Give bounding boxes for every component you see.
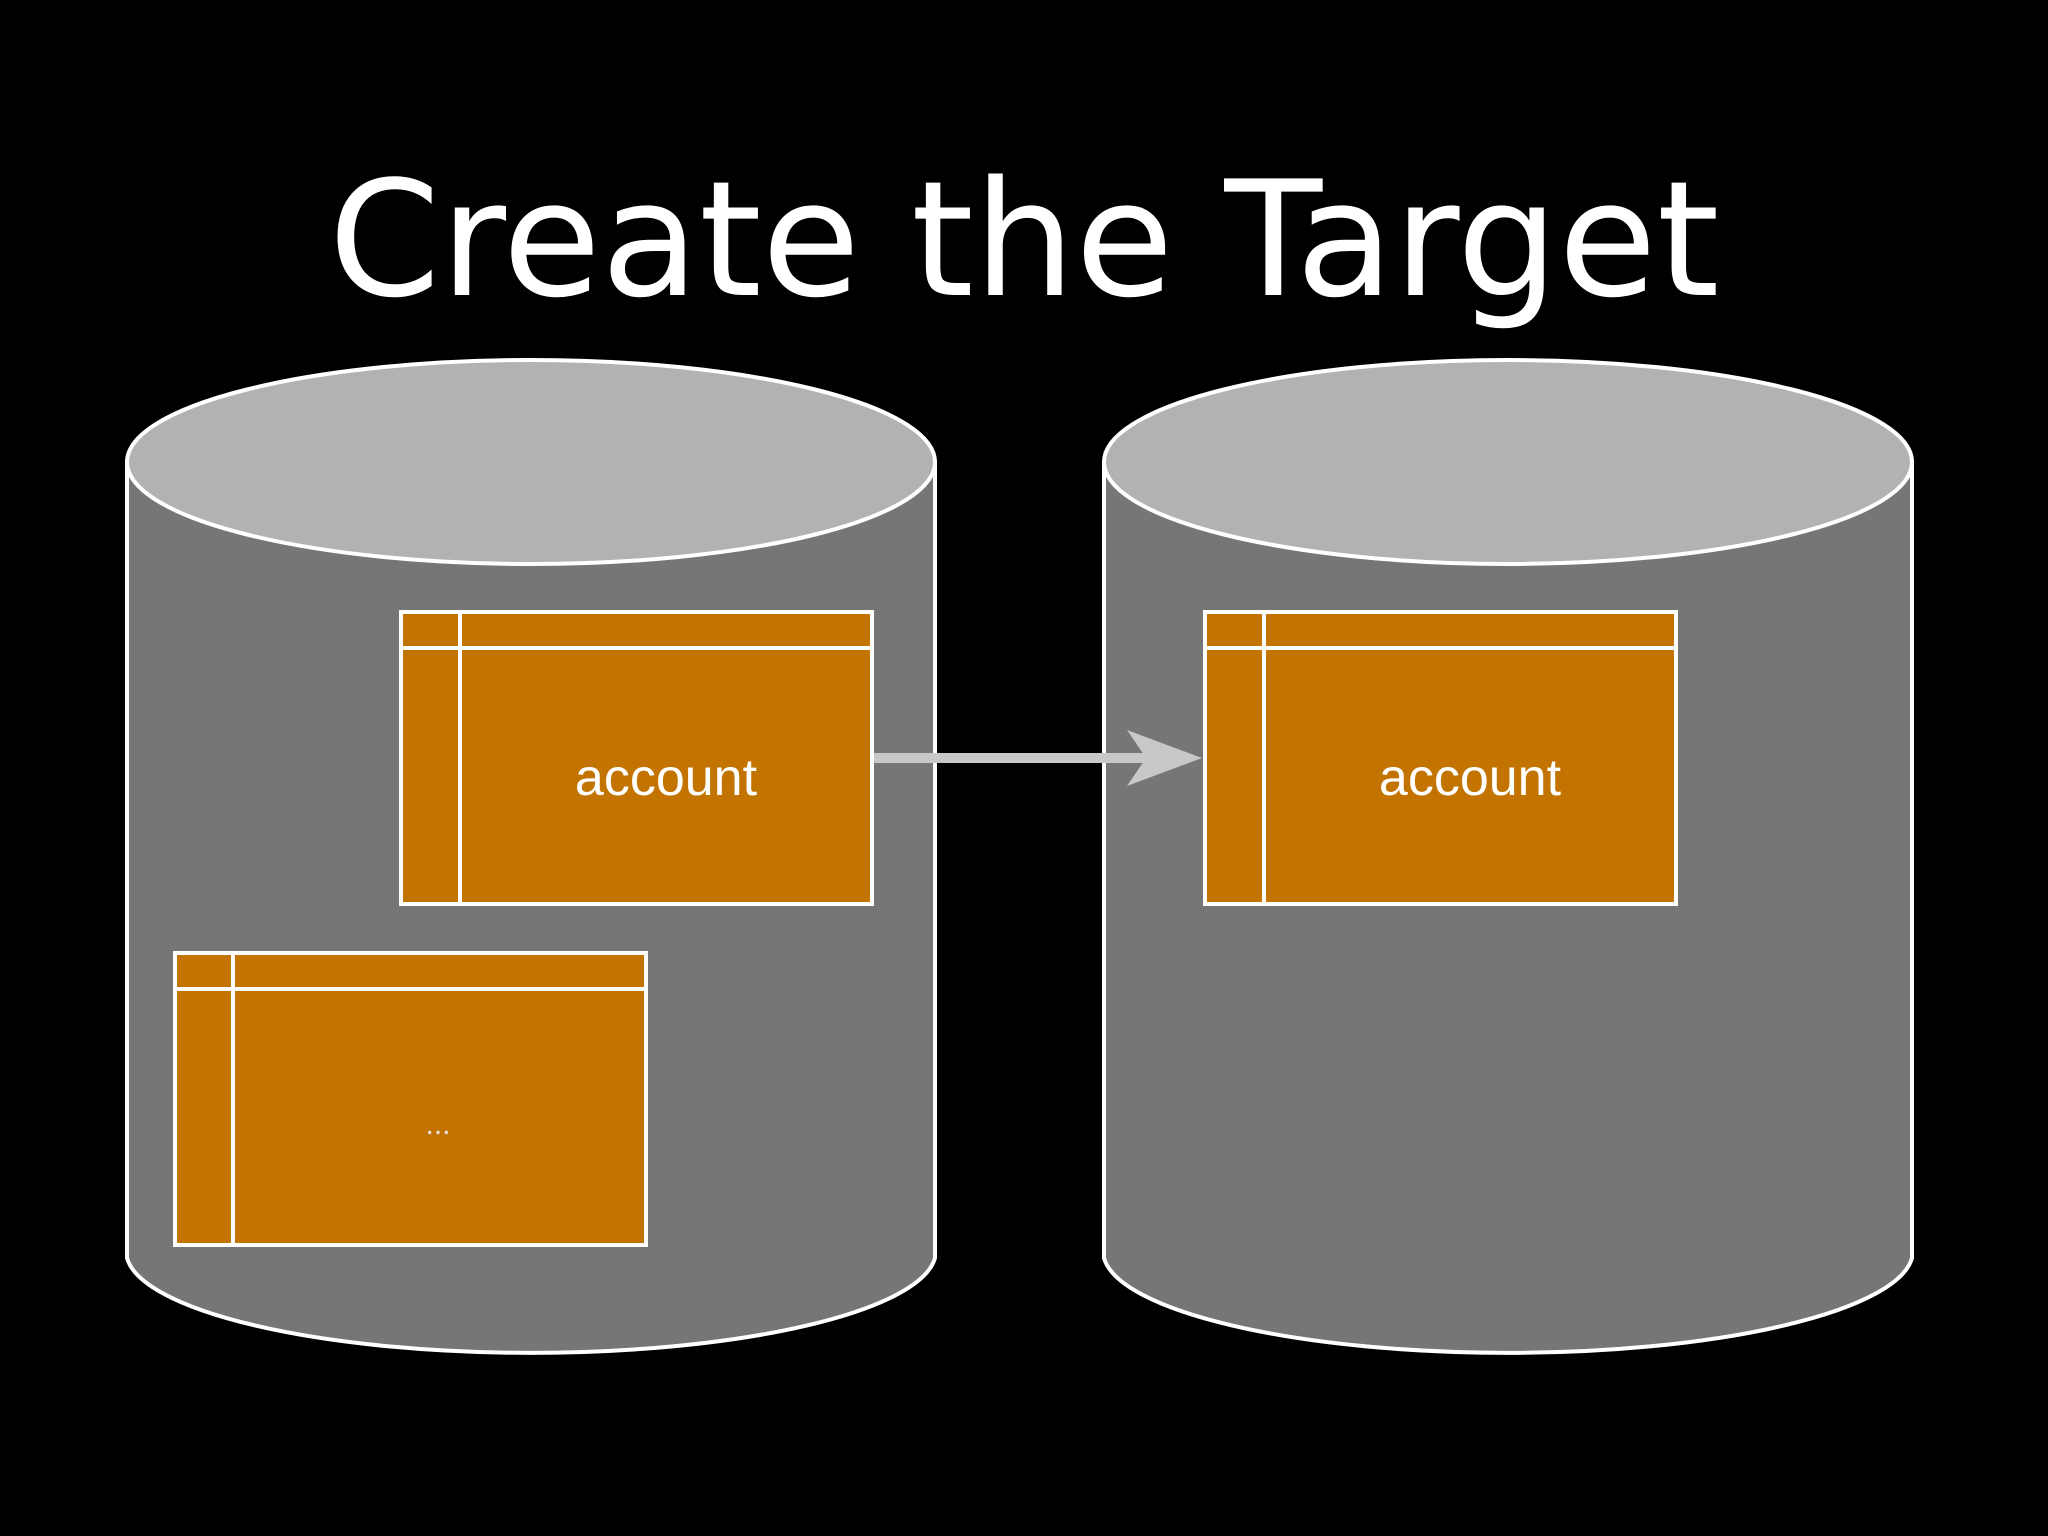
table-box <box>1203 610 1678 906</box>
copy-arrow <box>874 730 1202 786</box>
table-label: account <box>1379 749 1562 807</box>
table-label: account <box>575 749 758 807</box>
slide-title: Create the Target <box>328 146 1720 333</box>
source-account-table: account <box>399 610 874 906</box>
table-box <box>173 951 648 1247</box>
source-cylinder-top <box>125 358 937 566</box>
table-label: ... <box>425 1108 450 1141</box>
target-account-table: account <box>1203 610 1678 906</box>
target-cylinder-body <box>1102 460 1914 1355</box>
table-box <box>399 610 874 906</box>
arrow-head <box>1127 730 1202 786</box>
source-other-table: ... <box>173 951 648 1247</box>
target-cylinder-top <box>1102 358 1914 566</box>
